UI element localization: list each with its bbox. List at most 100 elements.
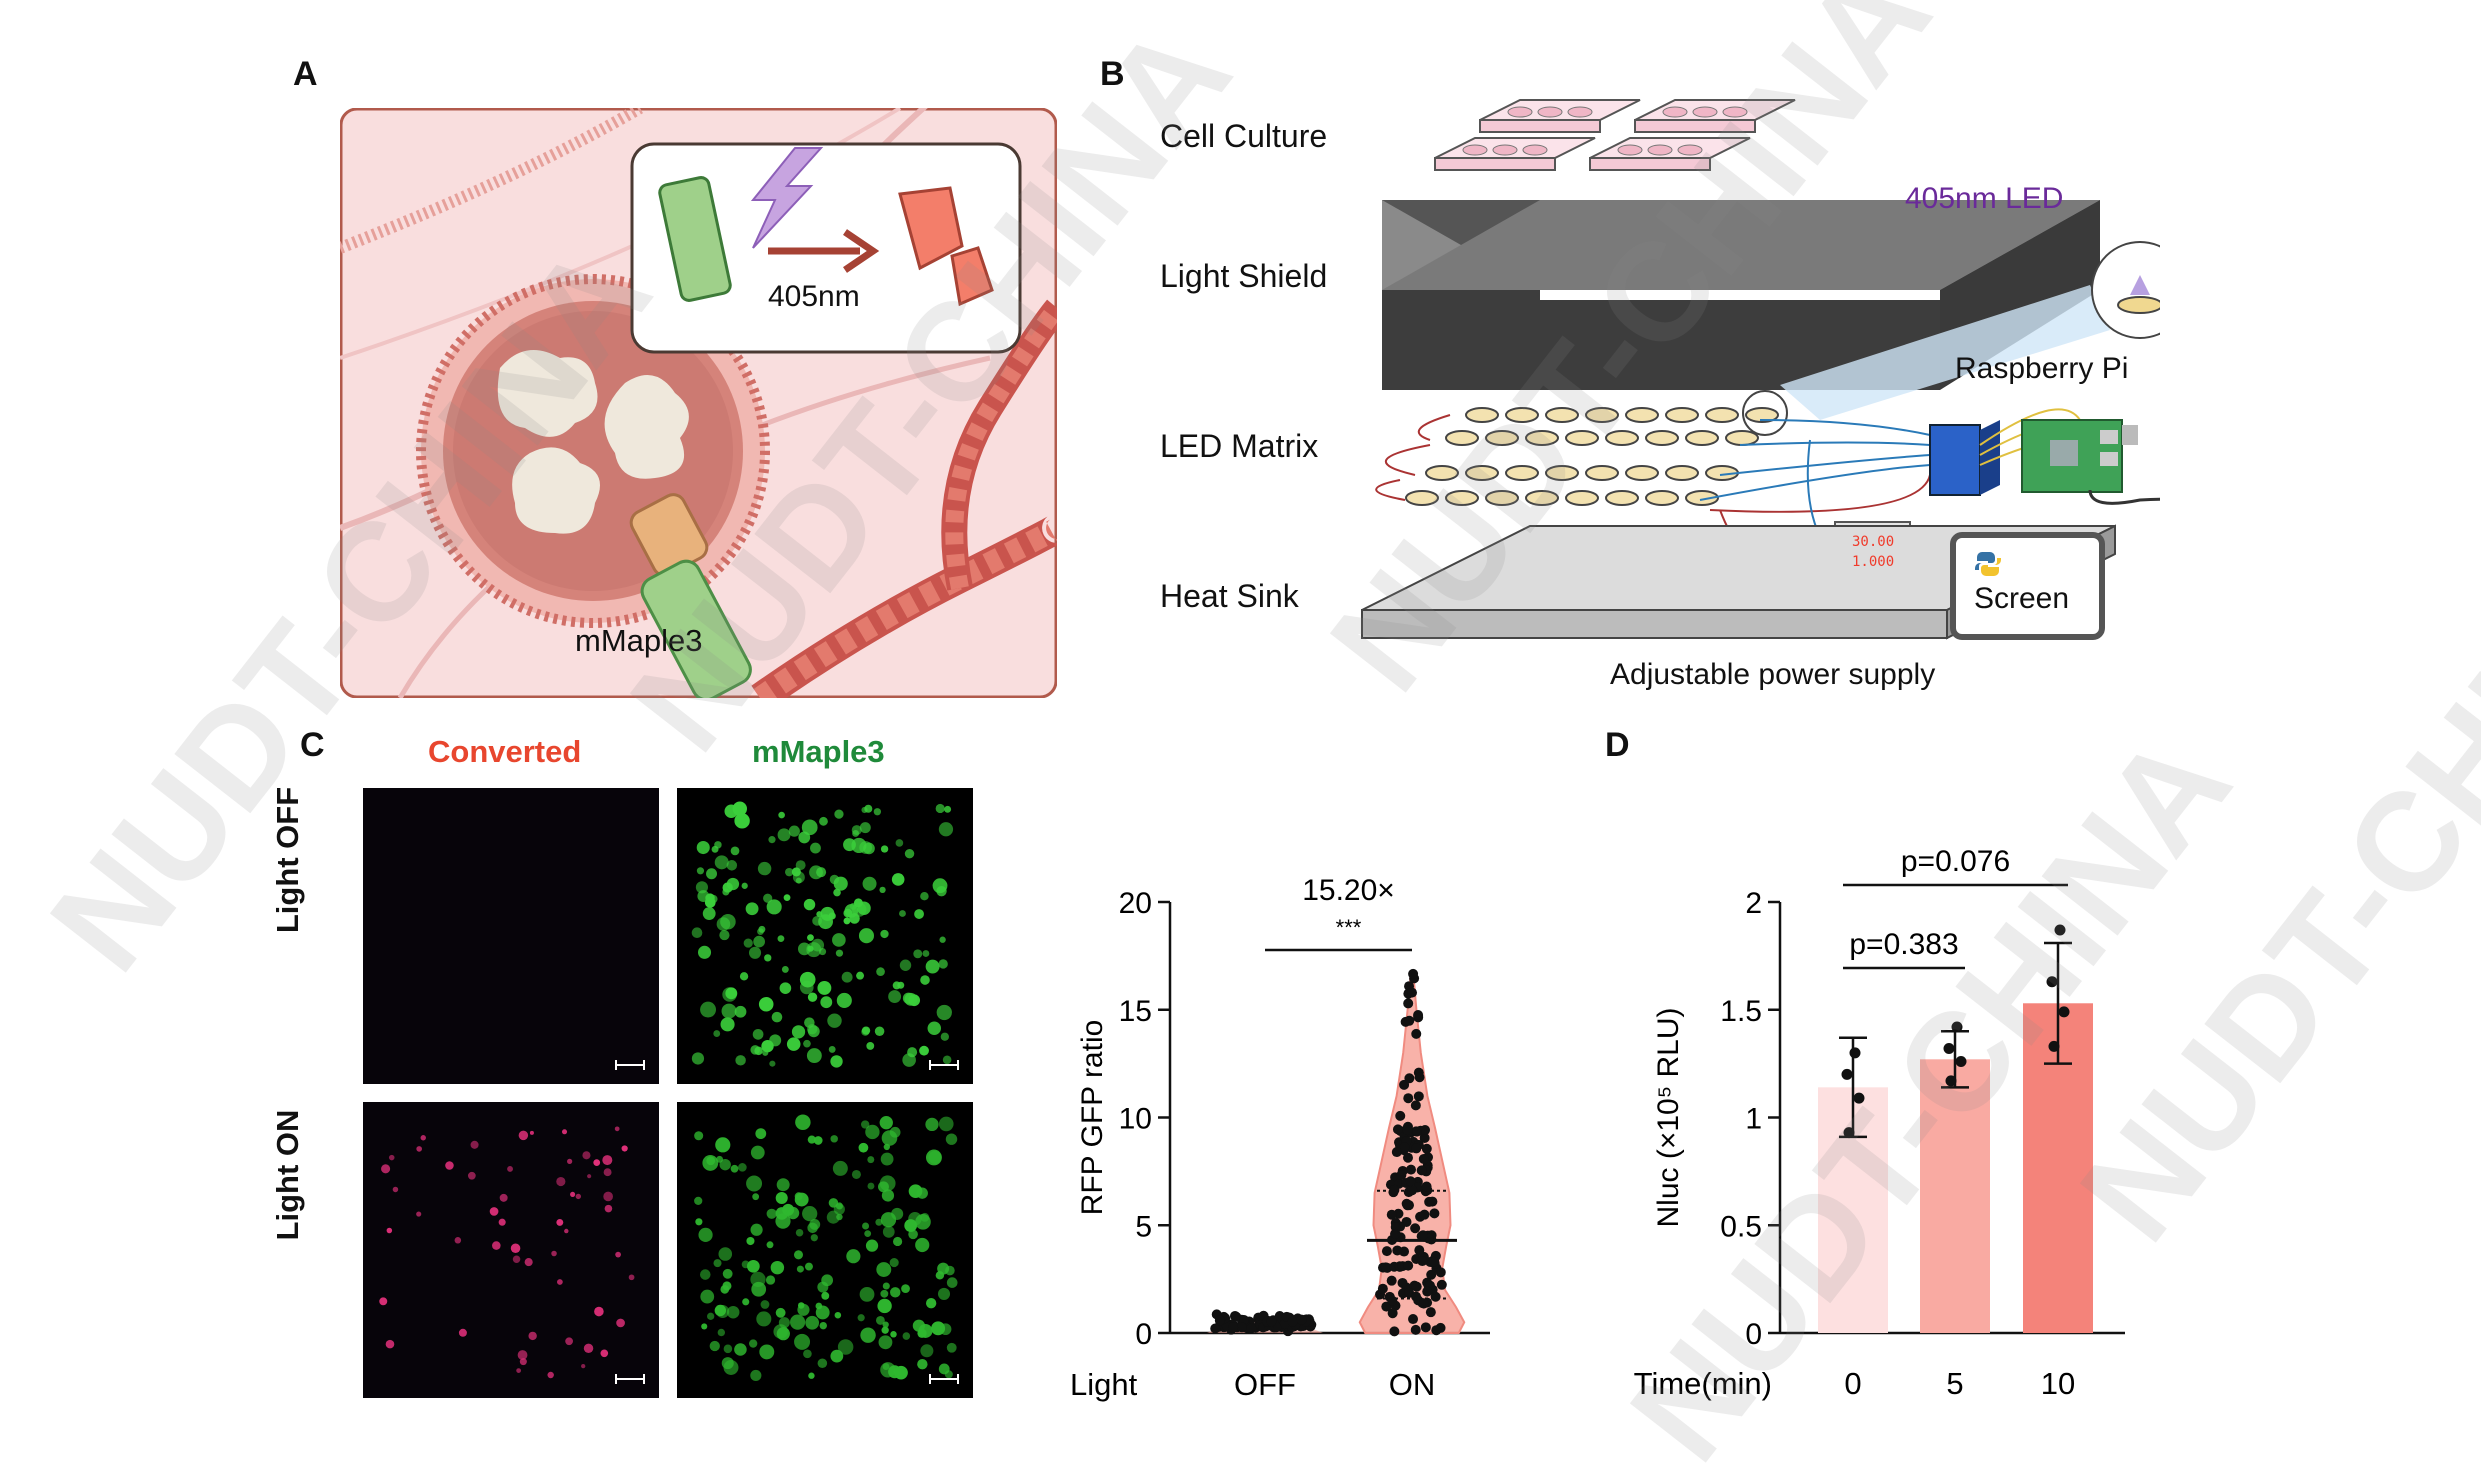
cell-blob	[713, 1030, 721, 1037]
scale-bar-icon	[615, 1060, 645, 1070]
cell-blob	[880, 845, 889, 853]
cell-blob	[751, 1281, 767, 1297]
cell-blob	[912, 1319, 925, 1332]
data-point	[1410, 1100, 1421, 1111]
cell-blob	[803, 1039, 811, 1048]
cell-blob	[776, 1178, 790, 1192]
data-point	[1428, 1256, 1439, 1267]
data-point	[1410, 1324, 1421, 1335]
cell-blob	[907, 1047, 918, 1058]
cell-blob	[755, 1128, 767, 1140]
cell-blob	[862, 876, 877, 891]
cell-blob	[492, 1241, 501, 1250]
cell-blob	[556, 1279, 563, 1285]
cell-blob	[736, 814, 744, 821]
cell-blob	[807, 992, 818, 1002]
data-point	[1943, 1043, 1955, 1055]
cell-blob	[938, 1363, 950, 1375]
data-point	[1405, 1176, 1416, 1187]
data-point	[1266, 1316, 1277, 1327]
cell-blob	[875, 1315, 885, 1325]
cell-blob	[766, 1241, 774, 1249]
cell-blob	[938, 959, 948, 969]
data-point	[1236, 1322, 1247, 1333]
cell-blob	[756, 1311, 772, 1327]
cell-blob	[764, 954, 772, 962]
cell-blob	[783, 894, 791, 902]
data-point	[1380, 1262, 1391, 1273]
cell-blob	[768, 836, 776, 844]
cell-blob	[811, 938, 825, 952]
cell-blob	[720, 1017, 735, 1032]
data-point	[1853, 1092, 1865, 1104]
cell-blob	[602, 1155, 613, 1166]
data-point	[1399, 1142, 1410, 1153]
cell-blob	[807, 1222, 818, 1234]
led-matrix	[1405, 407, 1779, 506]
cell-blob	[696, 867, 705, 875]
cell-blob	[603, 1168, 612, 1177]
cell-blob	[791, 1025, 806, 1039]
data-point	[1421, 1181, 1432, 1192]
cell-blob	[720, 1284, 730, 1294]
data-point	[1418, 1153, 1429, 1164]
cell-blob	[763, 893, 773, 903]
data-point	[1246, 1323, 1257, 1334]
cell-blob	[803, 898, 816, 911]
cell-blob	[877, 1298, 892, 1314]
cell-blob	[778, 811, 785, 819]
cell-blob	[876, 1262, 892, 1277]
cell-blob	[806, 1048, 822, 1063]
cell-blob	[798, 831, 811, 844]
cell-blob	[945, 1133, 958, 1145]
cell-blob	[890, 1287, 901, 1298]
cell-blob	[518, 1130, 529, 1141]
data-point	[1414, 1245, 1425, 1256]
cell-blob	[517, 1350, 528, 1360]
cell-blob	[881, 1326, 889, 1334]
cell-blob	[819, 1321, 827, 1330]
micrograph-off-converted	[363, 788, 659, 1084]
data-point	[1402, 1125, 1413, 1136]
cell-blob	[698, 1227, 713, 1242]
cell-blob	[895, 839, 904, 847]
cell-blob	[734, 1005, 747, 1018]
cell-blob	[938, 1116, 954, 1132]
power-label: Adjustable power supply	[1610, 658, 1936, 691]
cell-blob	[830, 1055, 843, 1068]
fold-change-annotation: 15.20×	[1302, 874, 1395, 907]
y-tick-label: 0.5	[1720, 1210, 1762, 1243]
cell-blob	[392, 1186, 399, 1193]
cell-blob	[701, 1323, 708, 1330]
cell-blob	[927, 1021, 942, 1035]
cell-blob	[922, 950, 930, 957]
scale-bar-icon	[929, 1374, 959, 1384]
x-tick-label: ON	[1389, 1367, 1436, 1402]
p-value-label: p=0.383	[1849, 928, 1958, 961]
data-point	[1228, 1322, 1239, 1333]
cell-blob	[820, 906, 835, 921]
cell-blob	[691, 1052, 705, 1065]
data-point	[1402, 1152, 1413, 1163]
cell-blob	[796, 1265, 804, 1273]
cell-blob	[836, 992, 852, 1008]
cell-blob	[803, 1349, 812, 1359]
cell-blob	[583, 1343, 594, 1354]
cell-blob	[778, 1317, 790, 1329]
cell-blob	[706, 1156, 716, 1166]
cell-blob	[828, 1045, 836, 1053]
data-point	[1210, 1323, 1221, 1334]
cell-blob	[750, 1223, 763, 1236]
col-header-converted: Converted	[428, 734, 582, 769]
cell-blob	[734, 1343, 747, 1356]
scale-bar-icon	[615, 1374, 645, 1384]
data-point	[1296, 1314, 1307, 1325]
cell-blob	[746, 1175, 763, 1192]
cell-blob	[604, 1204, 613, 1213]
data-point	[1231, 1311, 1242, 1322]
cell-blob	[700, 1269, 711, 1280]
cell-blob	[721, 1357, 734, 1370]
cell-blob	[890, 1331, 897, 1338]
cell-blob	[893, 1236, 903, 1247]
cell-blob	[781, 965, 789, 973]
